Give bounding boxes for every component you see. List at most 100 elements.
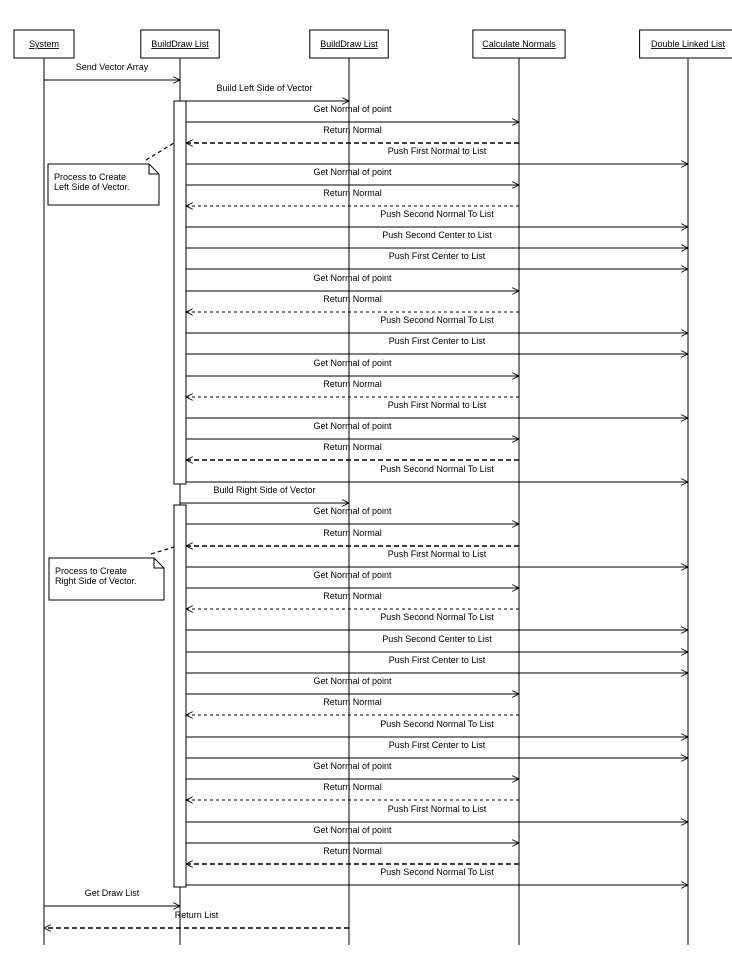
- return-message: Return Normal: [186, 591, 519, 609]
- call-message: Build Right Side of Vector: [180, 485, 349, 503]
- message-label: Get Normal of point: [313, 421, 392, 431]
- call-message: Get Draw List: [44, 888, 180, 906]
- call-message: Get Normal of point: [186, 676, 519, 694]
- message-label: Get Normal of point: [313, 825, 392, 835]
- participant-label: Double Linked List: [651, 39, 726, 49]
- call-message: Get Normal of point: [186, 104, 519, 122]
- call-message: Push Second Normal To List: [186, 719, 688, 737]
- return-message: Return Normal: [186, 379, 519, 397]
- message-label: Get Normal of point: [313, 761, 392, 771]
- note-text: Process to Create: [55, 566, 127, 576]
- message-label: Return Normal: [323, 379, 382, 389]
- note-text: Process to Create: [54, 172, 126, 182]
- message-label: Return Normal: [323, 442, 382, 452]
- call-message: Push Second Normal To List: [186, 612, 688, 630]
- message-label: Get Normal of point: [313, 676, 392, 686]
- call-message: Push Second Center to List: [186, 230, 688, 248]
- call-message: Push First Normal to List: [186, 804, 688, 822]
- message-label: Push First Normal to List: [388, 549, 487, 559]
- note-text: Right Side of Vector.: [55, 576, 137, 586]
- return-message: Return Normal: [186, 782, 519, 800]
- message-label: Push Second Normal To List: [380, 464, 494, 474]
- message-label: Push Second Normal To List: [380, 719, 494, 729]
- message-label: Push First Normal to List: [388, 400, 487, 410]
- note-box: [47, 163, 160, 206]
- message-label: Return Normal: [323, 782, 382, 792]
- message-label: Build Left Side of Vector: [216, 83, 312, 93]
- participant-box: [140, 29, 220, 59]
- call-message: Get Normal of point: [186, 506, 519, 524]
- return-message: Return Normal: [186, 125, 519, 143]
- activation-bar-1: [173, 100, 187, 485]
- call-message: Get Normal of point: [186, 421, 519, 439]
- call-message: Push First Center to List: [186, 655, 688, 673]
- call-message: Push First Center to List: [186, 336, 688, 354]
- message-label: Return Normal: [323, 188, 382, 198]
- message-label: Push First Normal to List: [388, 146, 487, 156]
- message-label: Return Normal: [323, 125, 382, 135]
- message-label: Return Normal: [323, 528, 382, 538]
- message-label: Return Normal: [323, 846, 382, 856]
- participant-label: System: [29, 39, 59, 49]
- call-message: Get Normal of point: [186, 358, 519, 376]
- call-message: Push First Normal to List: [186, 400, 688, 418]
- return-message: Return Normal: [186, 294, 519, 312]
- message-label: Return Normal: [323, 294, 382, 304]
- message-label: Push First Center to List: [389, 655, 486, 665]
- call-message: Get Normal of point: [186, 570, 519, 588]
- message-label: Push First Center to List: [389, 251, 486, 261]
- message-label: Push Second Normal To List: [380, 209, 494, 219]
- message-label: Get Normal of point: [313, 273, 392, 283]
- return-message: Return List: [44, 910, 349, 928]
- call-message: Build Left Side of Vector: [180, 83, 349, 101]
- call-message: Push First Center to List: [186, 740, 688, 758]
- call-message: Push Second Normal To List: [186, 464, 688, 482]
- return-message: Return Normal: [186, 846, 519, 864]
- message-label: Get Draw List: [85, 888, 140, 898]
- participant-label: Calculate Normals: [482, 39, 556, 49]
- message-label: Push First Normal to List: [388, 804, 487, 814]
- participant-system: System: [13, 29, 75, 59]
- call-message: Push First Normal to List: [186, 146, 688, 164]
- call-message: Push Second Normal To List: [186, 209, 688, 227]
- call-message: Push Second Normal To List: [186, 867, 688, 885]
- note-fold: [148, 164, 159, 175]
- return-message: Return Normal: [186, 697, 519, 715]
- participant-bdl2: BuildDraw List: [309, 29, 389, 59]
- participant-label: BuildDraw List: [320, 39, 378, 49]
- participant-calc: Calculate Normals: [472, 29, 566, 59]
- message-label: Get Normal of point: [313, 506, 392, 516]
- participant-box: [639, 29, 732, 59]
- note-box: [48, 557, 165, 601]
- call-message: Send Vector Array: [44, 62, 180, 80]
- participant-box: [472, 29, 566, 59]
- call-message: Get Normal of point: [186, 825, 519, 843]
- message-label: Return List: [175, 910, 219, 920]
- activation-bar-2: [173, 504, 187, 888]
- participant-bdl1: BuildDraw List: [140, 29, 220, 59]
- message-label: Push Second Normal To List: [380, 612, 494, 622]
- participant-label: BuildDraw List: [151, 39, 209, 49]
- message-label: Send Vector Array: [76, 62, 149, 72]
- participant-box: [309, 29, 389, 59]
- note-text: Left Side of Vector.: [54, 182, 130, 192]
- return-message: Return Normal: [186, 188, 519, 206]
- message-label: Get Normal of point: [313, 104, 392, 114]
- message-label: Push First Center to List: [389, 740, 486, 750]
- message-label: Get Normal of point: [313, 358, 392, 368]
- call-message: Push Second Center to List: [186, 634, 688, 652]
- return-message: Return Normal: [186, 528, 519, 546]
- message-label: Push Second Center to List: [382, 634, 492, 644]
- call-message: Push First Normal to List: [186, 549, 688, 567]
- participant-box: [13, 29, 75, 59]
- note-fold: [153, 558, 164, 569]
- message-label: Return Normal: [323, 591, 382, 601]
- note-connector: [150, 546, 175, 555]
- return-message: Return Normal: [186, 442, 519, 460]
- message-label: Push Second Normal To List: [380, 315, 494, 325]
- message-label: Push Second Center to List: [382, 230, 492, 240]
- call-message: Get Normal of point: [186, 761, 519, 779]
